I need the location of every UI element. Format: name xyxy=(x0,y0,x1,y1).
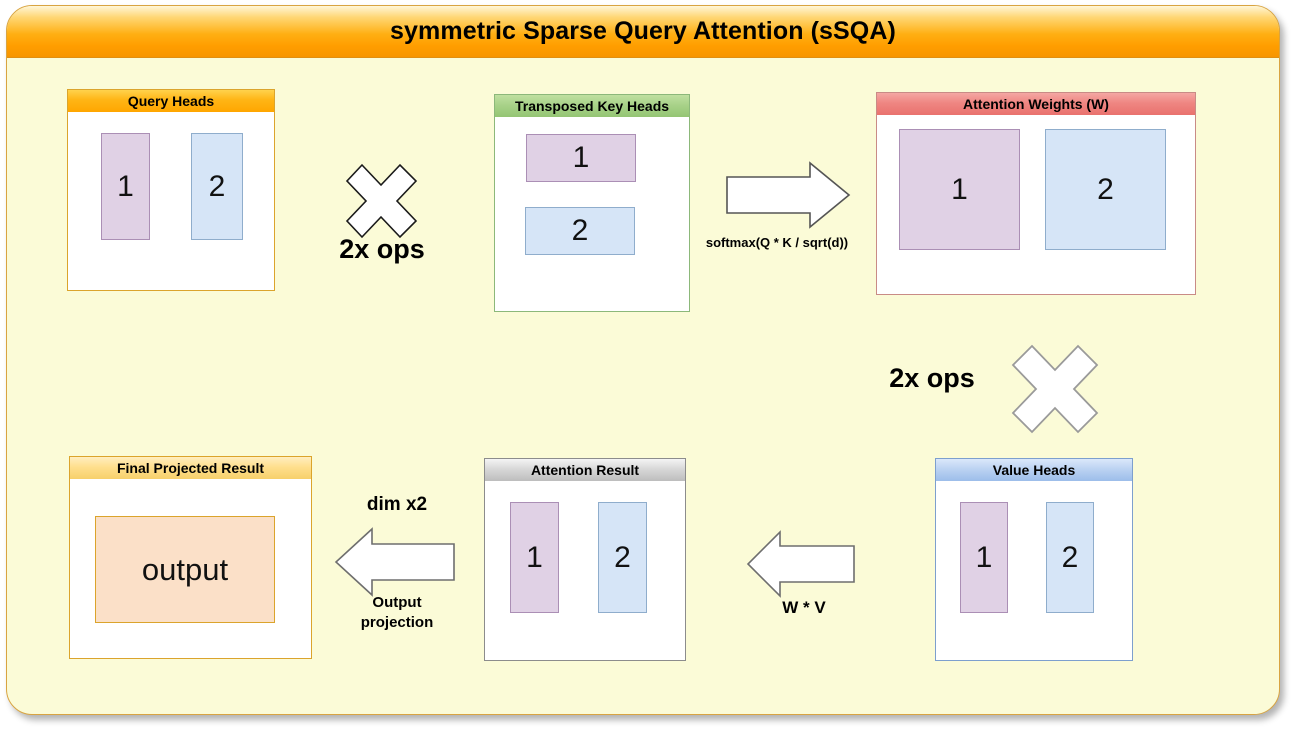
diagram-title-bar: symmetric Sparse Query Attention (sSQA) xyxy=(7,6,1279,58)
attention-weight-cell-1-label: 1 xyxy=(951,172,968,206)
key-head-cell-1-label: 1 xyxy=(572,141,590,174)
panel-transposed-key-heads-body: 1 2 xyxy=(494,117,690,312)
attention-result-cell-1-label: 1 xyxy=(526,540,543,574)
dim-x2-label: dim x2 xyxy=(366,494,428,515)
attention-result-cell-1: 1 xyxy=(510,502,559,613)
panel-attention-weights: Attention Weights (W) 1 2 xyxy=(876,92,1196,295)
panel-final-projected-result-body: output xyxy=(69,479,312,659)
panel-attention-result: Attention Result 1 2 xyxy=(484,458,686,661)
diagram-container: symmetric Sparse Query Attention (sSQA) … xyxy=(6,5,1280,715)
attention-weight-cell-2-label: 2 xyxy=(1097,172,1114,206)
page-title: symmetric Sparse Query Attention (sSQA) xyxy=(390,17,896,45)
key-head-cell-2: 2 xyxy=(525,207,635,255)
panel-transposed-key-heads-header: Transposed Key Heads xyxy=(494,94,690,117)
arrow-left-output-projection-icon xyxy=(334,527,455,597)
key-head-cell-2-label: 2 xyxy=(571,214,589,247)
output-cell: output xyxy=(95,516,275,623)
attention-weight-cell-1: 1 xyxy=(899,129,1020,250)
attention-result-cell-2-label: 2 xyxy=(614,540,631,574)
query-head-cell-2-label: 2 xyxy=(208,169,226,203)
panel-query-heads-body: 1 2 xyxy=(67,112,275,291)
arrow-left-wv-icon xyxy=(746,530,855,598)
panel-query-heads-header: Query Heads xyxy=(67,89,275,112)
value-head-cell-2: 2 xyxy=(1046,502,1094,613)
panel-attention-weights-header: Attention Weights (W) xyxy=(876,92,1196,115)
query-head-cell-2: 2 xyxy=(191,133,243,240)
arrow-right-softmax-icon xyxy=(726,161,851,229)
value-head-cell-2-label: 2 xyxy=(1061,540,1079,574)
ops-label-top: 2x ops xyxy=(339,234,425,264)
panel-final-projected-result: Final Projected Result output xyxy=(69,456,312,659)
panel-value-heads-header: Value Heads xyxy=(935,458,1133,481)
panel-attention-weights-body: 1 2 xyxy=(876,115,1196,295)
multiply-x-icon-bottom xyxy=(1011,344,1099,434)
panel-attention-result-header: Attention Result xyxy=(484,458,686,481)
w-times-v-label: W * V xyxy=(782,598,826,617)
value-head-cell-1-label: 1 xyxy=(975,540,993,574)
attention-result-cell-2: 2 xyxy=(598,502,647,613)
output-cell-label: output xyxy=(141,551,229,587)
panel-attention-result-body: 1 2 xyxy=(484,481,686,661)
value-head-cell-1: 1 xyxy=(960,502,1008,613)
attention-weight-cell-2: 2 xyxy=(1045,129,1166,250)
output-projection-label-line1: Output xyxy=(372,594,422,611)
panel-query-heads: Query Heads 1 2 xyxy=(67,89,275,291)
key-head-cell-1: 1 xyxy=(526,134,636,182)
output-projection-label-line2: projection xyxy=(360,614,434,631)
query-head-cell-1: 1 xyxy=(101,133,150,240)
panel-transposed-key-heads: Transposed Key Heads 1 2 xyxy=(494,94,690,312)
softmax-formula-label: softmax(Q * K / sqrt(d)) xyxy=(705,235,849,250)
panel-final-projected-result-header: Final Projected Result xyxy=(69,456,312,479)
panel-value-heads-body: 1 2 xyxy=(935,481,1133,661)
panel-value-heads: Value Heads 1 2 xyxy=(935,458,1133,661)
query-head-cell-1-label: 1 xyxy=(117,169,134,203)
ops-label-bottom: 2x ops xyxy=(889,363,975,393)
